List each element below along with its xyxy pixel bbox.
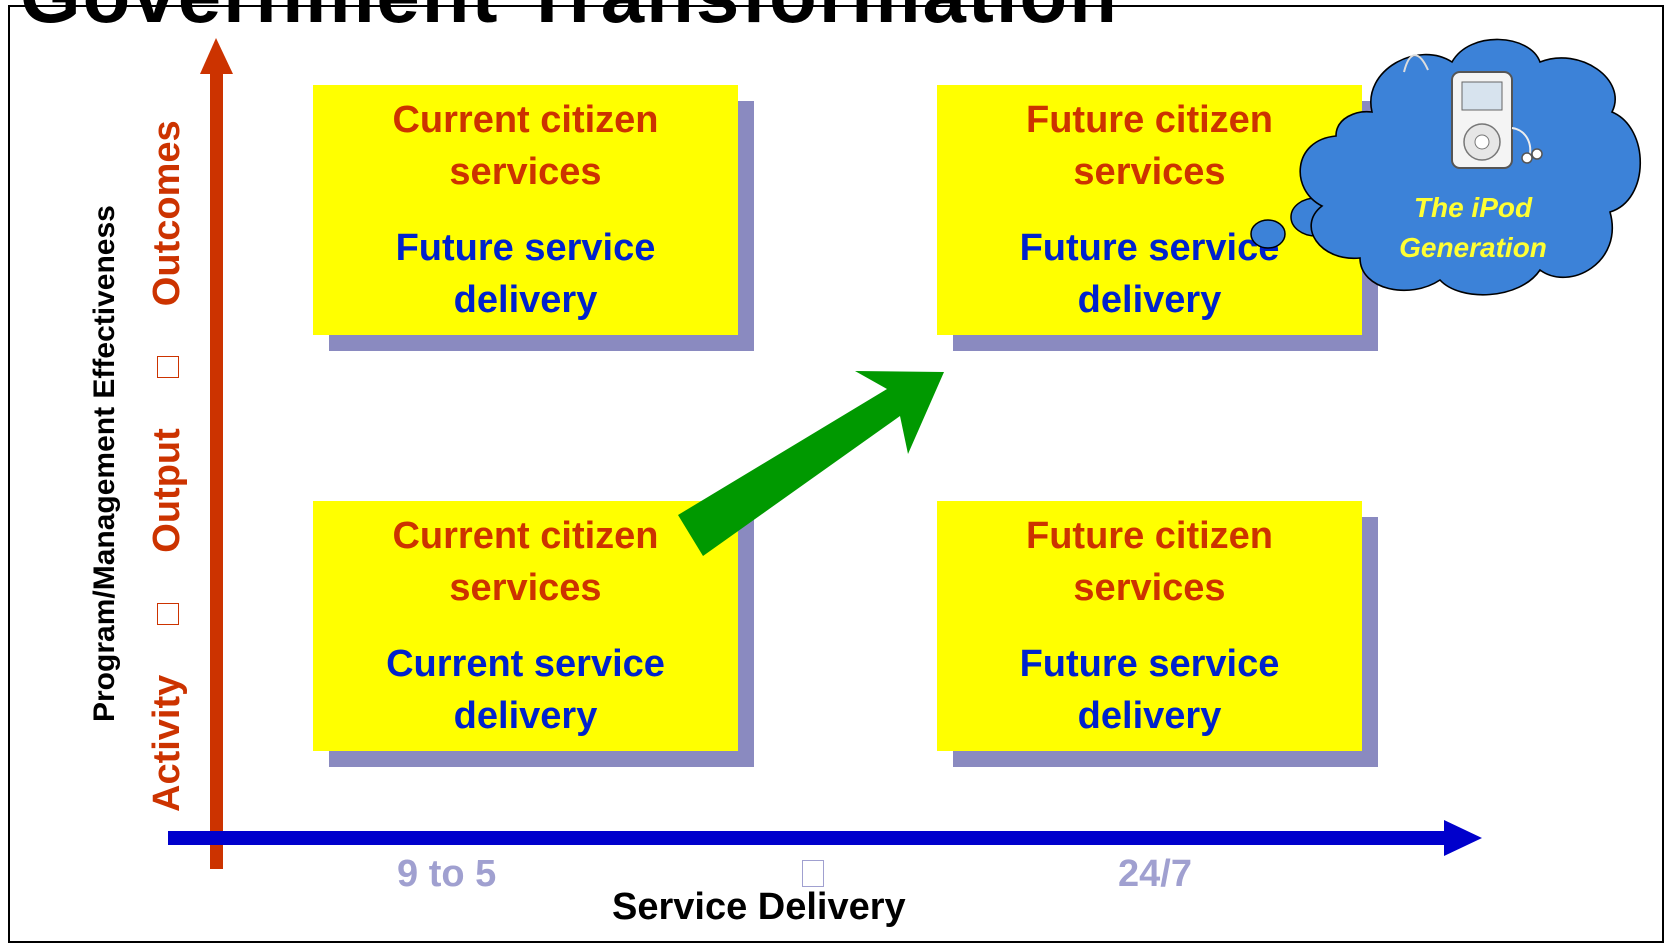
y-axis-title: Program/Management Effectiveness <box>88 205 121 722</box>
thought-bubble-small <box>1250 219 1286 249</box>
quadrant-bottom-right-services: Future citizen services <box>1025 515 1274 609</box>
cloud-caption: The iPod Generation <box>1399 192 1547 263</box>
diagram-frame <box>8 5 1664 943</box>
quadrant-bottom-right-delivery: Future service delivery <box>1019 643 1280 737</box>
quadrant-top-left-services: Current citizen services <box>392 99 659 193</box>
x-axis-title: Service Delivery <box>612 886 906 928</box>
y-level-outcomes: Outcomes <box>146 120 188 307</box>
y-level-separator <box>156 356 179 379</box>
y-level-output: Output <box>146 428 188 553</box>
transition-arrow <box>678 371 944 556</box>
y-axis-arrow <box>200 38 233 869</box>
y-axis-levels: Activity Output Outcomes <box>146 120 189 812</box>
quadrant-bottom-left: Current citizen services Current service… <box>313 501 754 767</box>
quadrant-bottom-left-delivery: Current service delivery <box>386 643 665 737</box>
quadrant-top-left-delivery: Future service delivery <box>395 227 656 321</box>
slide-title-clipped: Government Transformation <box>20 0 1119 41</box>
x-label-24-7: 24/7 <box>1118 853 1192 895</box>
quadrant-top-right-delivery: Future service delivery <box>1019 227 1280 321</box>
x-label-separator <box>802 860 824 887</box>
quadrant-bottom-left-services: Current citizen services <box>392 515 659 609</box>
ipod-icon <box>1403 54 1543 169</box>
quadrant-bottom-right: Future citizen services Future service d… <box>937 501 1378 767</box>
x-axis-arrow <box>168 820 1482 856</box>
quadrant-top-left: Current citizen services Future service … <box>313 85 754 351</box>
quadrant-top-right-services: Future citizen services <box>1025 99 1274 193</box>
y-level-separator <box>156 602 179 625</box>
x-label-9-to-5: 9 to 5 <box>397 853 497 895</box>
y-level-activity: Activity <box>146 674 188 812</box>
